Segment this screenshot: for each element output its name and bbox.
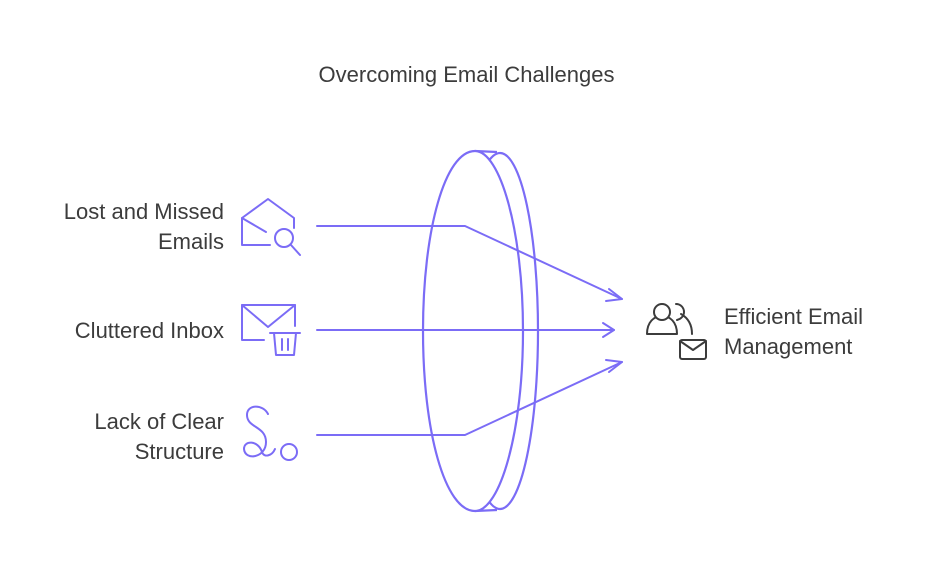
arrowhead-cluttered-inbox (602, 322, 615, 338)
users-mail-icon (646, 303, 707, 360)
structure-s-icon (243, 405, 298, 461)
envelope-trash-icon (241, 304, 301, 356)
output-label: Efficient Email Management (724, 304, 863, 359)
input-label-lost-emails: Lost and Missed Emails (63, 199, 224, 254)
input-label-clear-structure: Lack of Clear Structure (94, 409, 224, 464)
connector-clear-structure (316, 361, 623, 436)
diagram-title: Overcoming Email Challenges (318, 62, 615, 87)
envelope-search-icon (241, 198, 301, 256)
connectors (316, 225, 623, 436)
connector-lost-emails (316, 225, 623, 300)
input-label-cluttered-inbox: Cluttered Inbox (74, 318, 224, 343)
arrowhead-lost-emails (605, 288, 623, 302)
arrowhead-clear-structure (605, 359, 623, 373)
